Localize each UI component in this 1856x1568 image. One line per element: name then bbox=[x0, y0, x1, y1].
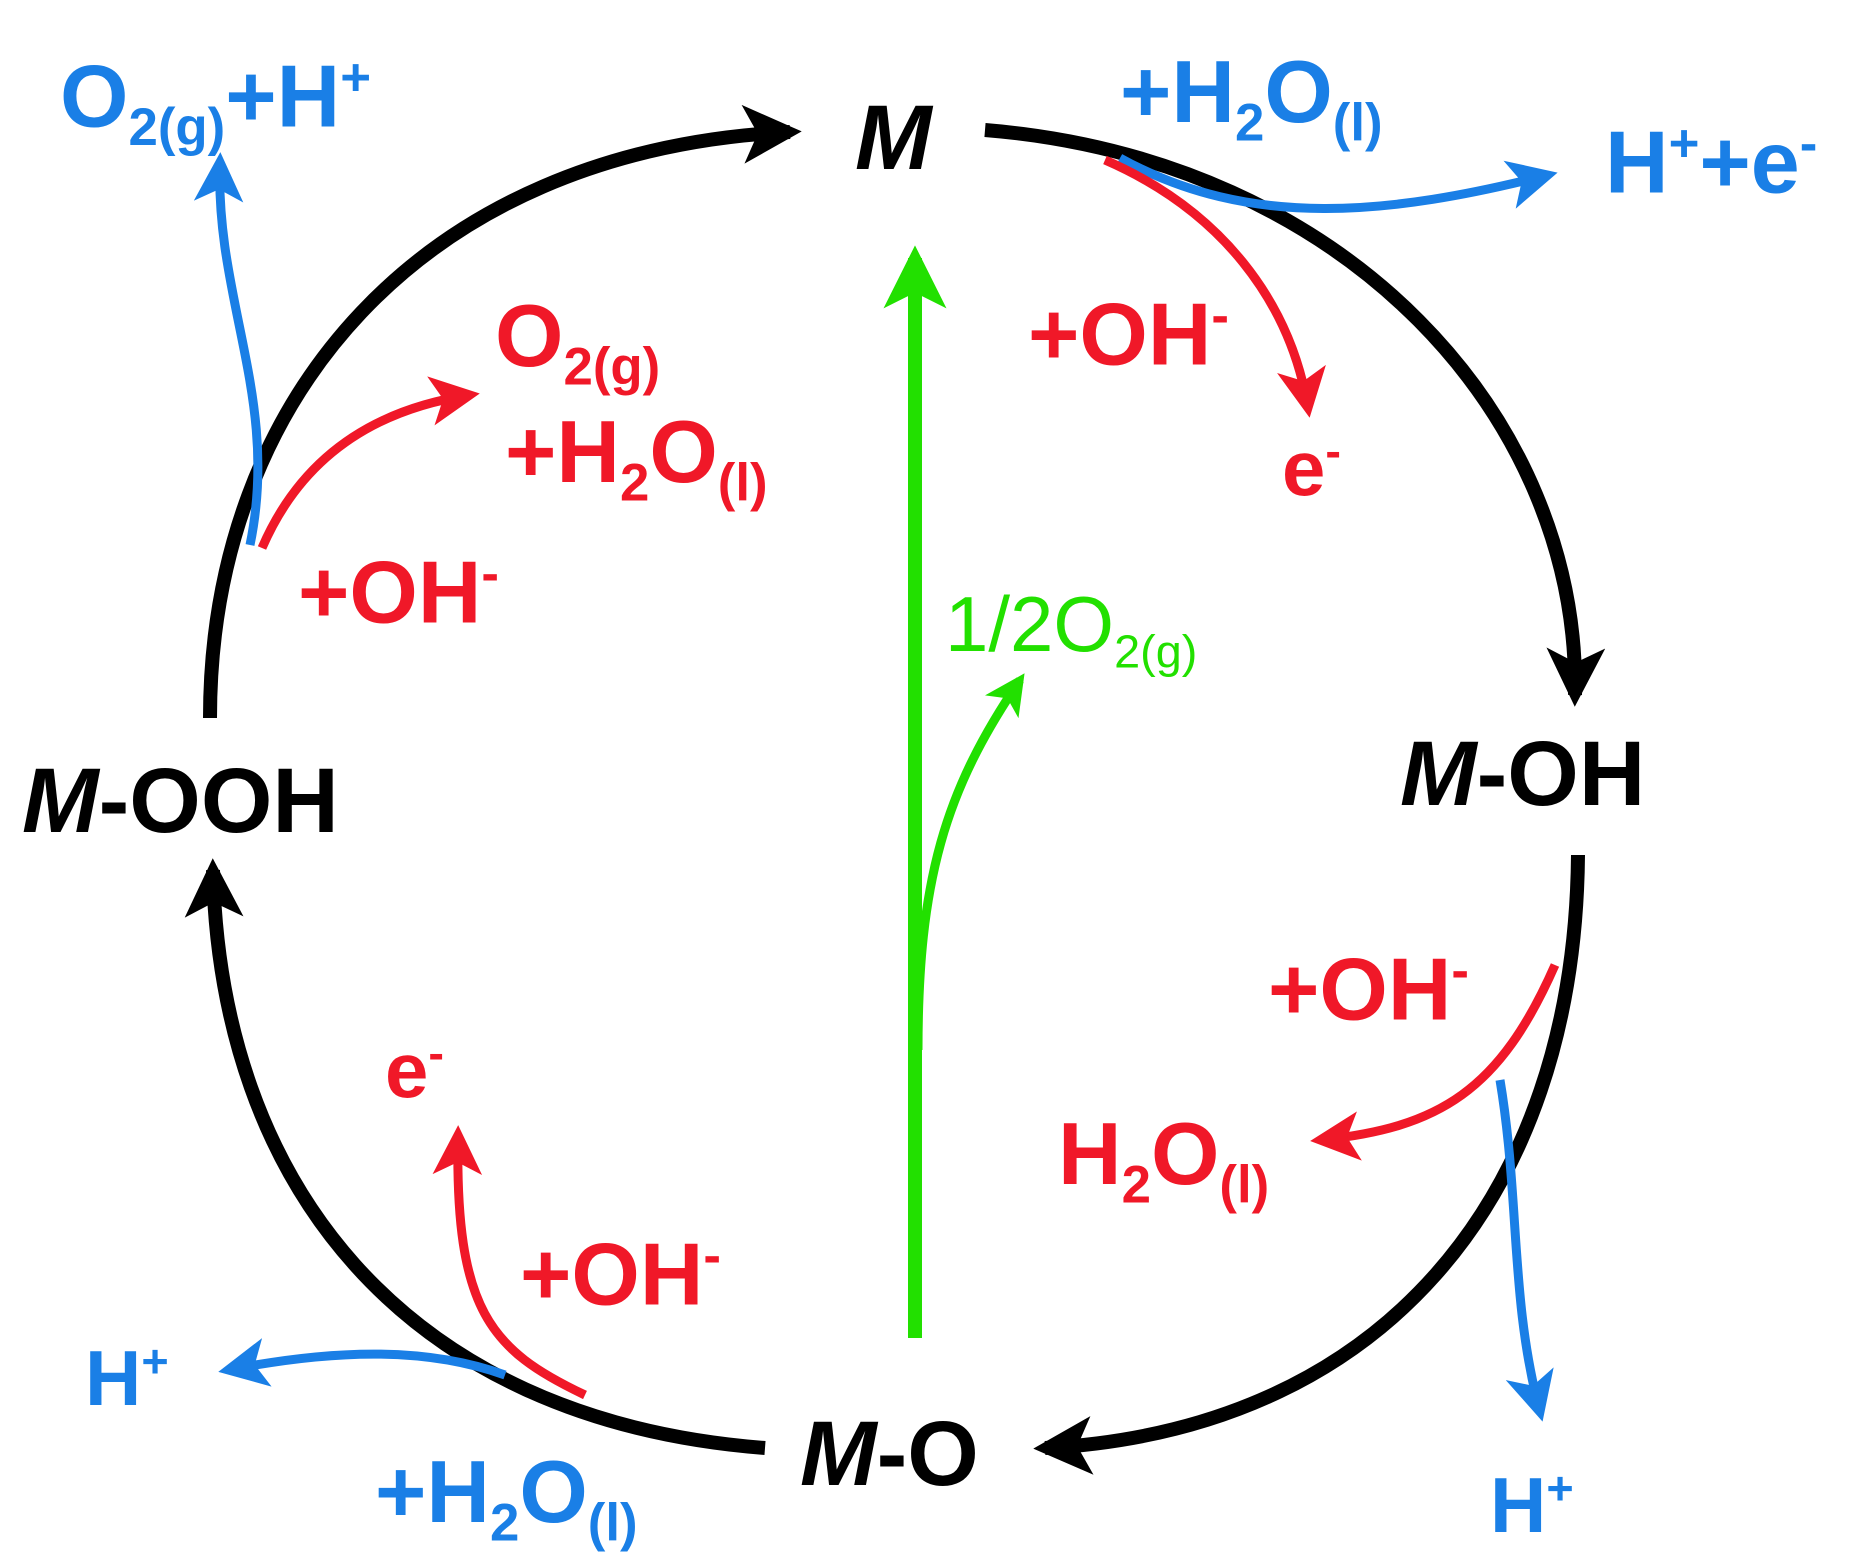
acidic-label-water-top: +H2O(l) bbox=[1120, 42, 1383, 153]
cycle-arrow-mo-to-mooh bbox=[184, 858, 766, 1455]
species-m-oh: M-OH bbox=[1400, 723, 1646, 825]
acidic-arrow-bottom-left bbox=[218, 1338, 507, 1387]
alkaline-arrow-right bbox=[1310, 963, 1560, 1161]
acidic-arrow-top-left bbox=[193, 152, 263, 546]
alkaline-arrow-bottom-left bbox=[432, 1125, 587, 1400]
alkaline-label-o2-top-left: O2(g) bbox=[495, 286, 661, 397]
direct-label-half-o2: 1/2O2(g) bbox=[945, 580, 1198, 678]
species-m-ooh: M-OOH bbox=[22, 750, 339, 852]
acidic-arrow-bottom-right bbox=[1495, 1079, 1554, 1422]
acidic-arrow-top-right bbox=[1117, 154, 1558, 213]
cycle-arrow-mooh-to-m bbox=[203, 104, 802, 719]
cycle-arrow-m-to-moh bbox=[984, 123, 1606, 707]
alkaline-label-oh-top-right: +OH- bbox=[1028, 284, 1229, 384]
direct-arrow-o2-release bbox=[913, 673, 1025, 1051]
acidic-label-h-bottom-left: H+ bbox=[85, 1334, 169, 1423]
alkaline-label-e-top-right: e- bbox=[1282, 424, 1341, 513]
acidic-label-o2-h: O2(g)+H+ bbox=[60, 46, 372, 158]
alkaline-arrow-top-right bbox=[1103, 155, 1326, 418]
acidic-label-water-bottom: +H2O(l) bbox=[375, 1442, 638, 1553]
alkaline-label-water-right: H2O(l) bbox=[1058, 1104, 1270, 1215]
acidic-label-h-bottom-right: H+ bbox=[1490, 1461, 1574, 1550]
species-m: M bbox=[855, 87, 932, 189]
alkaline-label-oh-top-left: +OH- bbox=[298, 542, 499, 642]
alkaline-label-water-top-left: +H2O(l) bbox=[505, 402, 768, 513]
cycle-arrow-moh-to-mo bbox=[1033, 854, 1585, 1475]
alkaline-label-oh-right: +OH- bbox=[1268, 939, 1469, 1039]
species-m-o: M-O bbox=[800, 1403, 979, 1505]
alkaline-label-oh-bottom-left: +OH- bbox=[520, 1224, 721, 1324]
alkaline-label-e-bottom-left: e- bbox=[385, 1026, 444, 1115]
alkaline-arrow-top-left bbox=[257, 376, 480, 550]
acidic-label-h-e: H++e- bbox=[1605, 112, 1818, 212]
